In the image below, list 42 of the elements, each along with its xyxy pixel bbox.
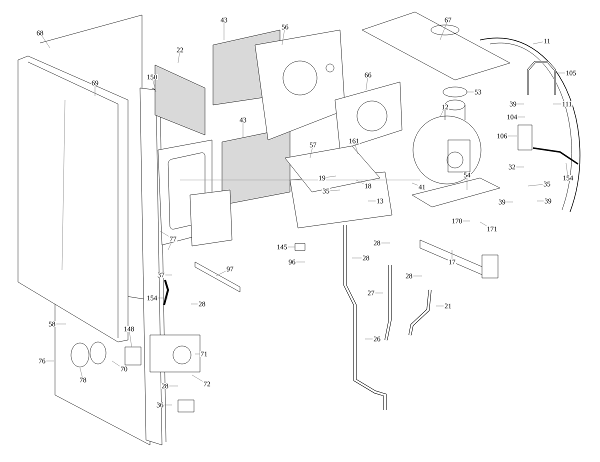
leader-line [80, 368, 82, 377]
leader-line [129, 332, 132, 347]
leader-line [356, 180, 364, 184]
leader-line [160, 230, 169, 237]
leader-line [364, 338, 373, 340]
leader-line [554, 72, 566, 74]
leader-line [216, 270, 226, 276]
leader-line [528, 184, 543, 186]
leader-line [354, 144, 358, 154]
leader-line [310, 148, 312, 158]
leader-line [165, 274, 172, 276]
leader-line [368, 200, 376, 202]
connector-part [124, 346, 142, 366]
leader-line [375, 292, 384, 294]
leader-line [46, 360, 54, 362]
leader-line [480, 222, 487, 226]
leader-line [366, 78, 368, 90]
connector-part [294, 243, 306, 251]
leader-line [532, 42, 543, 44]
leader-line [42, 36, 50, 48]
leader-line [112, 360, 120, 366]
leader-line [330, 190, 340, 191]
leader-line [466, 178, 468, 190]
leader-line [192, 374, 203, 382]
leader-line [178, 52, 180, 64]
leader-line [462, 220, 470, 222]
leader-line [94, 86, 96, 96]
leader-line [518, 116, 526, 118]
leader-line [164, 404, 172, 406]
leader-line [242, 122, 244, 138]
leader-line [516, 166, 524, 168]
leader-line [381, 242, 390, 244]
leader-line [440, 110, 444, 118]
leader-line [282, 30, 285, 46]
leader-line [412, 182, 418, 186]
leader-line [288, 246, 295, 248]
leader-line [440, 22, 447, 40]
leader-line [152, 80, 156, 92]
leader-line [326, 176, 336, 178]
leader-line [536, 200, 544, 202]
leader-line [566, 162, 568, 176]
leader-line [168, 242, 172, 250]
